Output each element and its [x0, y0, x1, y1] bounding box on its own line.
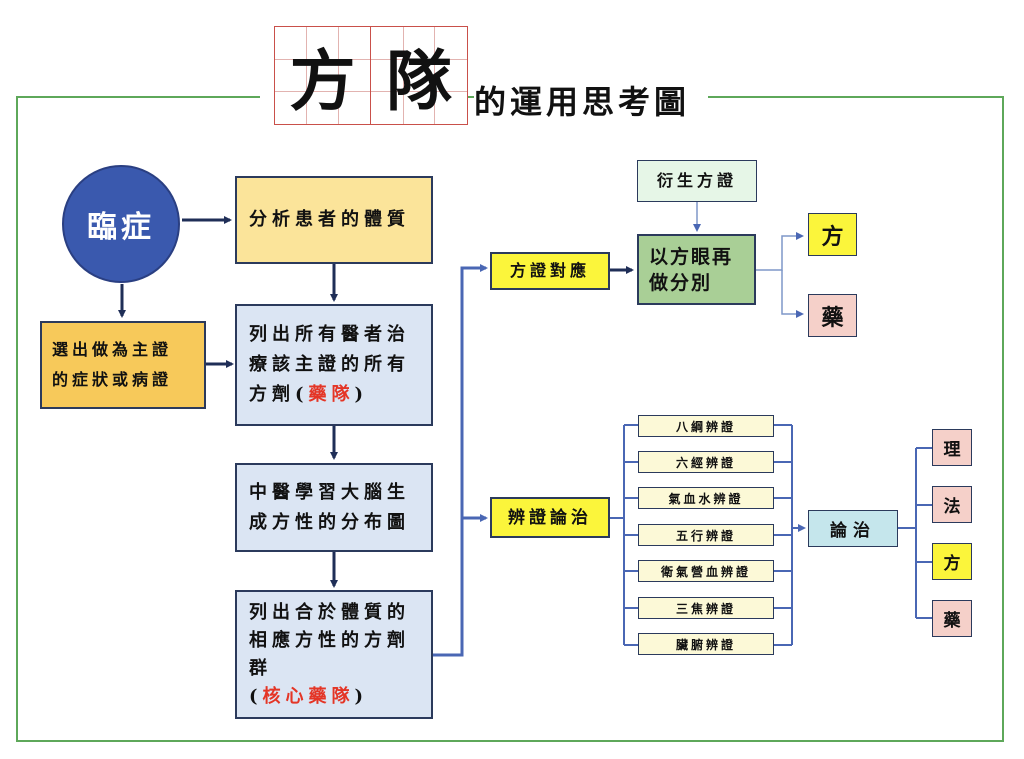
method-label: 五行辨證	[675, 528, 736, 543]
output-method: 法	[932, 486, 972, 523]
frame-gap	[260, 92, 274, 102]
method-item: 八綱辨證	[638, 415, 774, 437]
node-core-formula-group: 列出合於體質的 相應方性的方劑 群 (核心藥隊)	[235, 590, 433, 719]
node-line: 療該主證的所有	[249, 354, 410, 375]
node-line: 方劑(藥隊)	[249, 384, 369, 405]
method-label: 臟腑辨證	[675, 637, 736, 652]
node-label: 分析患者的體質	[249, 209, 410, 230]
method-label: 八綱辨證	[675, 419, 736, 434]
node-line: 列出所有醫者治	[249, 324, 410, 345]
node-analyze-constitution: 分析患者的體質	[235, 176, 433, 264]
title-cell: 隊	[371, 27, 467, 124]
output-label: 藥	[943, 611, 961, 631]
node-derived-patterns: 衍生方證	[637, 160, 757, 202]
node-line: 中醫學習大腦生	[249, 481, 410, 503]
highlight-core-herb-team: 核心藥隊	[262, 685, 355, 707]
output-label: 方	[943, 554, 961, 574]
method-item: 三焦辨證	[638, 597, 774, 619]
output-principle: 理	[932, 429, 972, 466]
method-label: 衛氣營血辨證	[660, 564, 751, 579]
node-line: 以方眼再	[649, 245, 734, 268]
node-distinguish-by-formula-eye: 以方眼再 做分別	[637, 234, 756, 305]
output-herb: 藥	[808, 294, 857, 337]
node-line: 的症狀或病證	[52, 370, 173, 389]
node-line: 成方性的分布圖	[249, 511, 410, 533]
title-calligraphy-grid: 方 隊	[274, 26, 468, 125]
output-formula: 方	[808, 213, 857, 256]
method-item: 六經辨證	[638, 451, 774, 473]
node-pattern-differentiation: 辨證論治	[490, 497, 610, 538]
output-formula: 方	[932, 543, 972, 580]
start-node-clinical: 臨症	[62, 165, 180, 283]
node-list-all-formulas: 列出所有醫者治 療該主證的所有 方劑(藥隊)	[235, 304, 433, 426]
method-label: 六經辨證	[675, 455, 736, 470]
node-line: (核心藥隊)	[249, 685, 369, 707]
node-line: 列出合於體質的	[249, 601, 410, 623]
method-label: 三焦辨證	[675, 601, 736, 616]
highlight-herb-team: 藥隊	[308, 384, 355, 405]
output-label: 理	[943, 440, 961, 460]
node-line: 選出做為主證	[52, 340, 173, 359]
node-line: 做分別	[649, 271, 713, 294]
output-herb: 藥	[932, 600, 972, 637]
method-item: 氣血水辨證	[638, 487, 774, 509]
title-char-dui: 隊	[386, 41, 452, 120]
node-formula-pattern-match: 方證對應	[490, 252, 610, 290]
title-cell: 方	[275, 27, 371, 124]
node-line: 群	[249, 657, 272, 679]
node-line: 相應方性的方劑	[249, 629, 410, 651]
node-treatment: 論治	[808, 510, 898, 547]
method-item: 衛氣營血辨證	[638, 560, 774, 582]
method-item: 五行辨證	[638, 524, 774, 546]
page-title: 的運用思考圖	[474, 82, 709, 122]
node-brain-map: 中醫學習大腦生 成方性的分布圖	[235, 463, 433, 552]
node-select-main-symptom: 選出做為主證 的症狀或病證	[40, 321, 206, 409]
title-char-fang: 方	[289, 41, 356, 120]
output-label: 法	[943, 497, 961, 517]
method-label: 氣血水辨證	[668, 491, 744, 506]
method-item: 臟腑辨證	[638, 633, 774, 655]
